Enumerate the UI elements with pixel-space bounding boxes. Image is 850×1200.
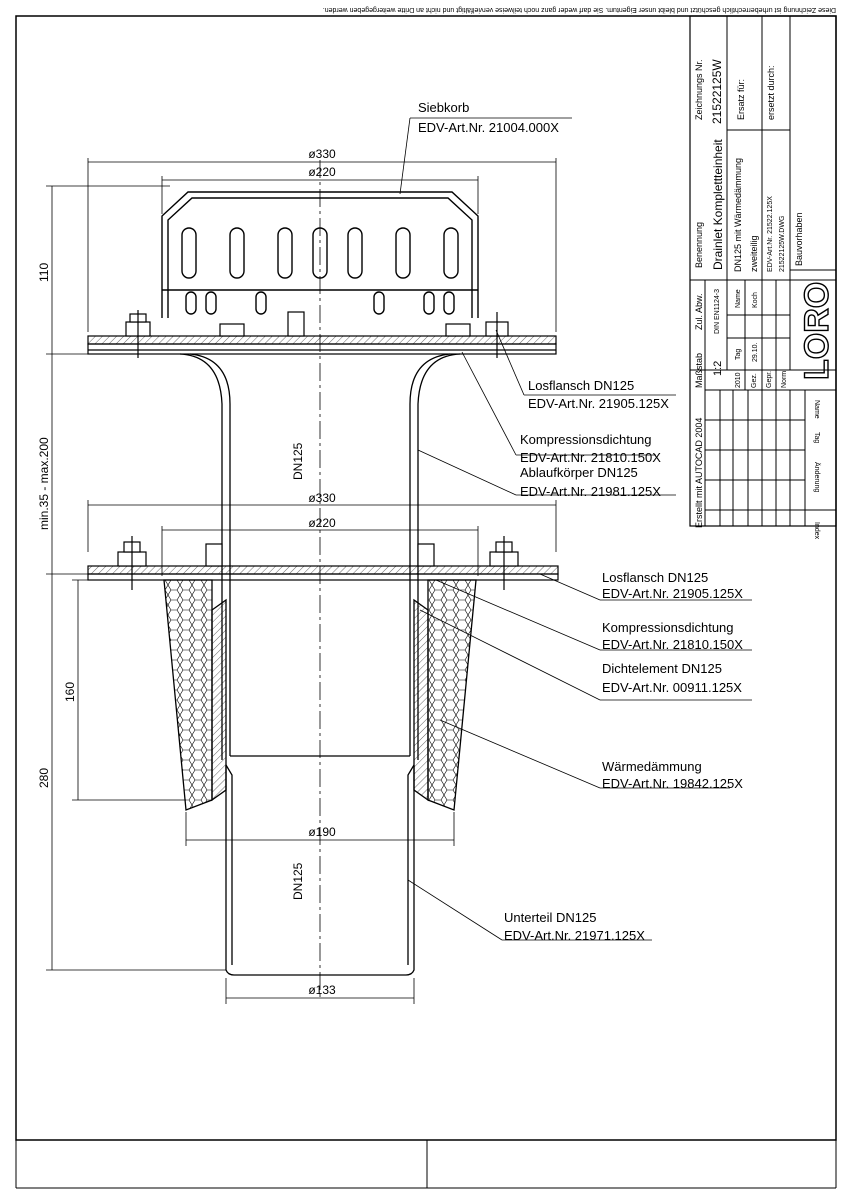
norm-label: Norm. (781, 369, 788, 388)
callout-unterteil-name: Unterteil DN125 (504, 910, 597, 925)
upper-flange (87, 310, 557, 358)
dim-height-range: min.35 - max.200 (37, 437, 51, 530)
callout-dichtelement-art: EDV-Art.Nr. 00911.125X (602, 680, 742, 695)
name-col-label: Name (813, 400, 820, 419)
dim-height-280: 280 (37, 768, 51, 788)
zul-abw-value: DIN EN1124-3 (714, 289, 721, 334)
callout-siebkorb-name: Siebkorb (418, 100, 469, 115)
desc-line-4: 21522125W.DWG (779, 216, 786, 272)
callout-kompression-2-art: EDV-Art.Nr. 21810.150X (602, 637, 743, 652)
dim-height-160: 160 (63, 682, 77, 702)
mid-flange (87, 536, 559, 590)
dn-upper: DN125 (291, 442, 305, 480)
massstab-label: Maßstab (694, 353, 704, 388)
gez-label: Gez. (751, 373, 758, 388)
tag-label: Tag (735, 349, 742, 360)
callout-kompression-2-name: Kompressionsdichtung (602, 620, 734, 635)
name-value: Koch (752, 292, 759, 308)
callout-dichtelement-name: Dichtelement DN125 (602, 661, 722, 676)
callout-losflansch-1-art: EDV-Art.Nr. 21905.125X (528, 396, 669, 411)
dimension-lines (46, 158, 557, 1004)
bauvorhaben-label: Bauvorhaben (794, 212, 804, 266)
dim-pipe-lower: ø190 (308, 825, 336, 839)
desc-line-1: DN125 mit Wärmedämmung (733, 158, 743, 272)
tag-value: 29.10. (752, 342, 759, 362)
callout-losflansch-2-name: Losflansch DN125 (602, 570, 708, 585)
dim-pipe-bottom: ø133 (308, 983, 336, 997)
zul-abw-label: Zul. Abw. (694, 293, 704, 330)
dim-mid-outer: ø330 (308, 491, 336, 505)
tag-col-label: Tag (813, 432, 820, 443)
ersatz-label: Ersatz für: (736, 79, 746, 120)
callout-waermedaemmung-name: Wärmedämmung (602, 759, 702, 774)
zeichnungs-nr: 21522125W (710, 59, 724, 124)
callout-ablauf-art: EDV-Art.Nr. 21981.125X (520, 484, 661, 499)
aenderung-label: Änderung (813, 462, 821, 492)
leader-lines (399, 117, 752, 941)
callout-losflansch-2-art: EDV-Art.Nr. 21905.125X (602, 586, 743, 601)
siebkorb-shape (161, 191, 479, 318)
callout-kompression-1-art: EDV-Art.Nr. 21810.150X (520, 450, 661, 465)
callout-waermedaemmung-art: EDV-Art.Nr. 19842.125X (602, 776, 743, 791)
ablaufkoerper-shape (179, 353, 461, 760)
benennung-label: Benennung (694, 222, 704, 268)
dn-lower: DN125 (291, 862, 305, 900)
erstellt-label: Erstellt mit AUTOCAD 2004 (694, 418, 704, 528)
waermedaemmung-shape (163, 579, 477, 811)
unterteil-shape (225, 764, 415, 976)
index-label: Index (813, 522, 820, 540)
dim-height-110: 110 (37, 263, 51, 282)
desc-line-2: zweiteilig (749, 235, 759, 272)
name-label: Name (735, 289, 742, 308)
massstab-value: 1:2 (712, 361, 724, 376)
callout-siebkorb-art: EDV-Art.Nr. 21004.000X (418, 120, 559, 135)
benennung-title: Drainlet Komplettteinheit (711, 139, 725, 270)
loro-logo: LORO (798, 282, 836, 380)
title-block (689, 15, 837, 527)
zeichnungs-nr-label: Zeichnungs Nr. (694, 59, 704, 120)
callout-losflansch-1-name: Losflansch DN125 (528, 378, 634, 393)
drawing-frame (15, 15, 837, 1141)
gepr-label: Gepr. (766, 371, 773, 388)
dim-top-outer: ø330 (308, 147, 336, 161)
year-value: 2010 (735, 372, 742, 388)
ersetzt-label: ersetzt durch: (766, 65, 776, 120)
callout-kompression-1-name: Kompressionsdichtung (520, 432, 652, 447)
callout-unterteil-art: EDV-Art.Nr. 21971.125X (504, 928, 645, 943)
desc-line-3: EDV-Art.Nr. 21522.125X (767, 196, 774, 272)
callout-ablauf-name: Ablaufkörper DN125 (520, 465, 638, 480)
copyright-notice: Diese Zeichnung ist urheberrechtlich ges… (323, 6, 836, 13)
dim-mid-inner: ø220 (308, 516, 336, 530)
dim-top-inner: ø220 (308, 165, 336, 179)
